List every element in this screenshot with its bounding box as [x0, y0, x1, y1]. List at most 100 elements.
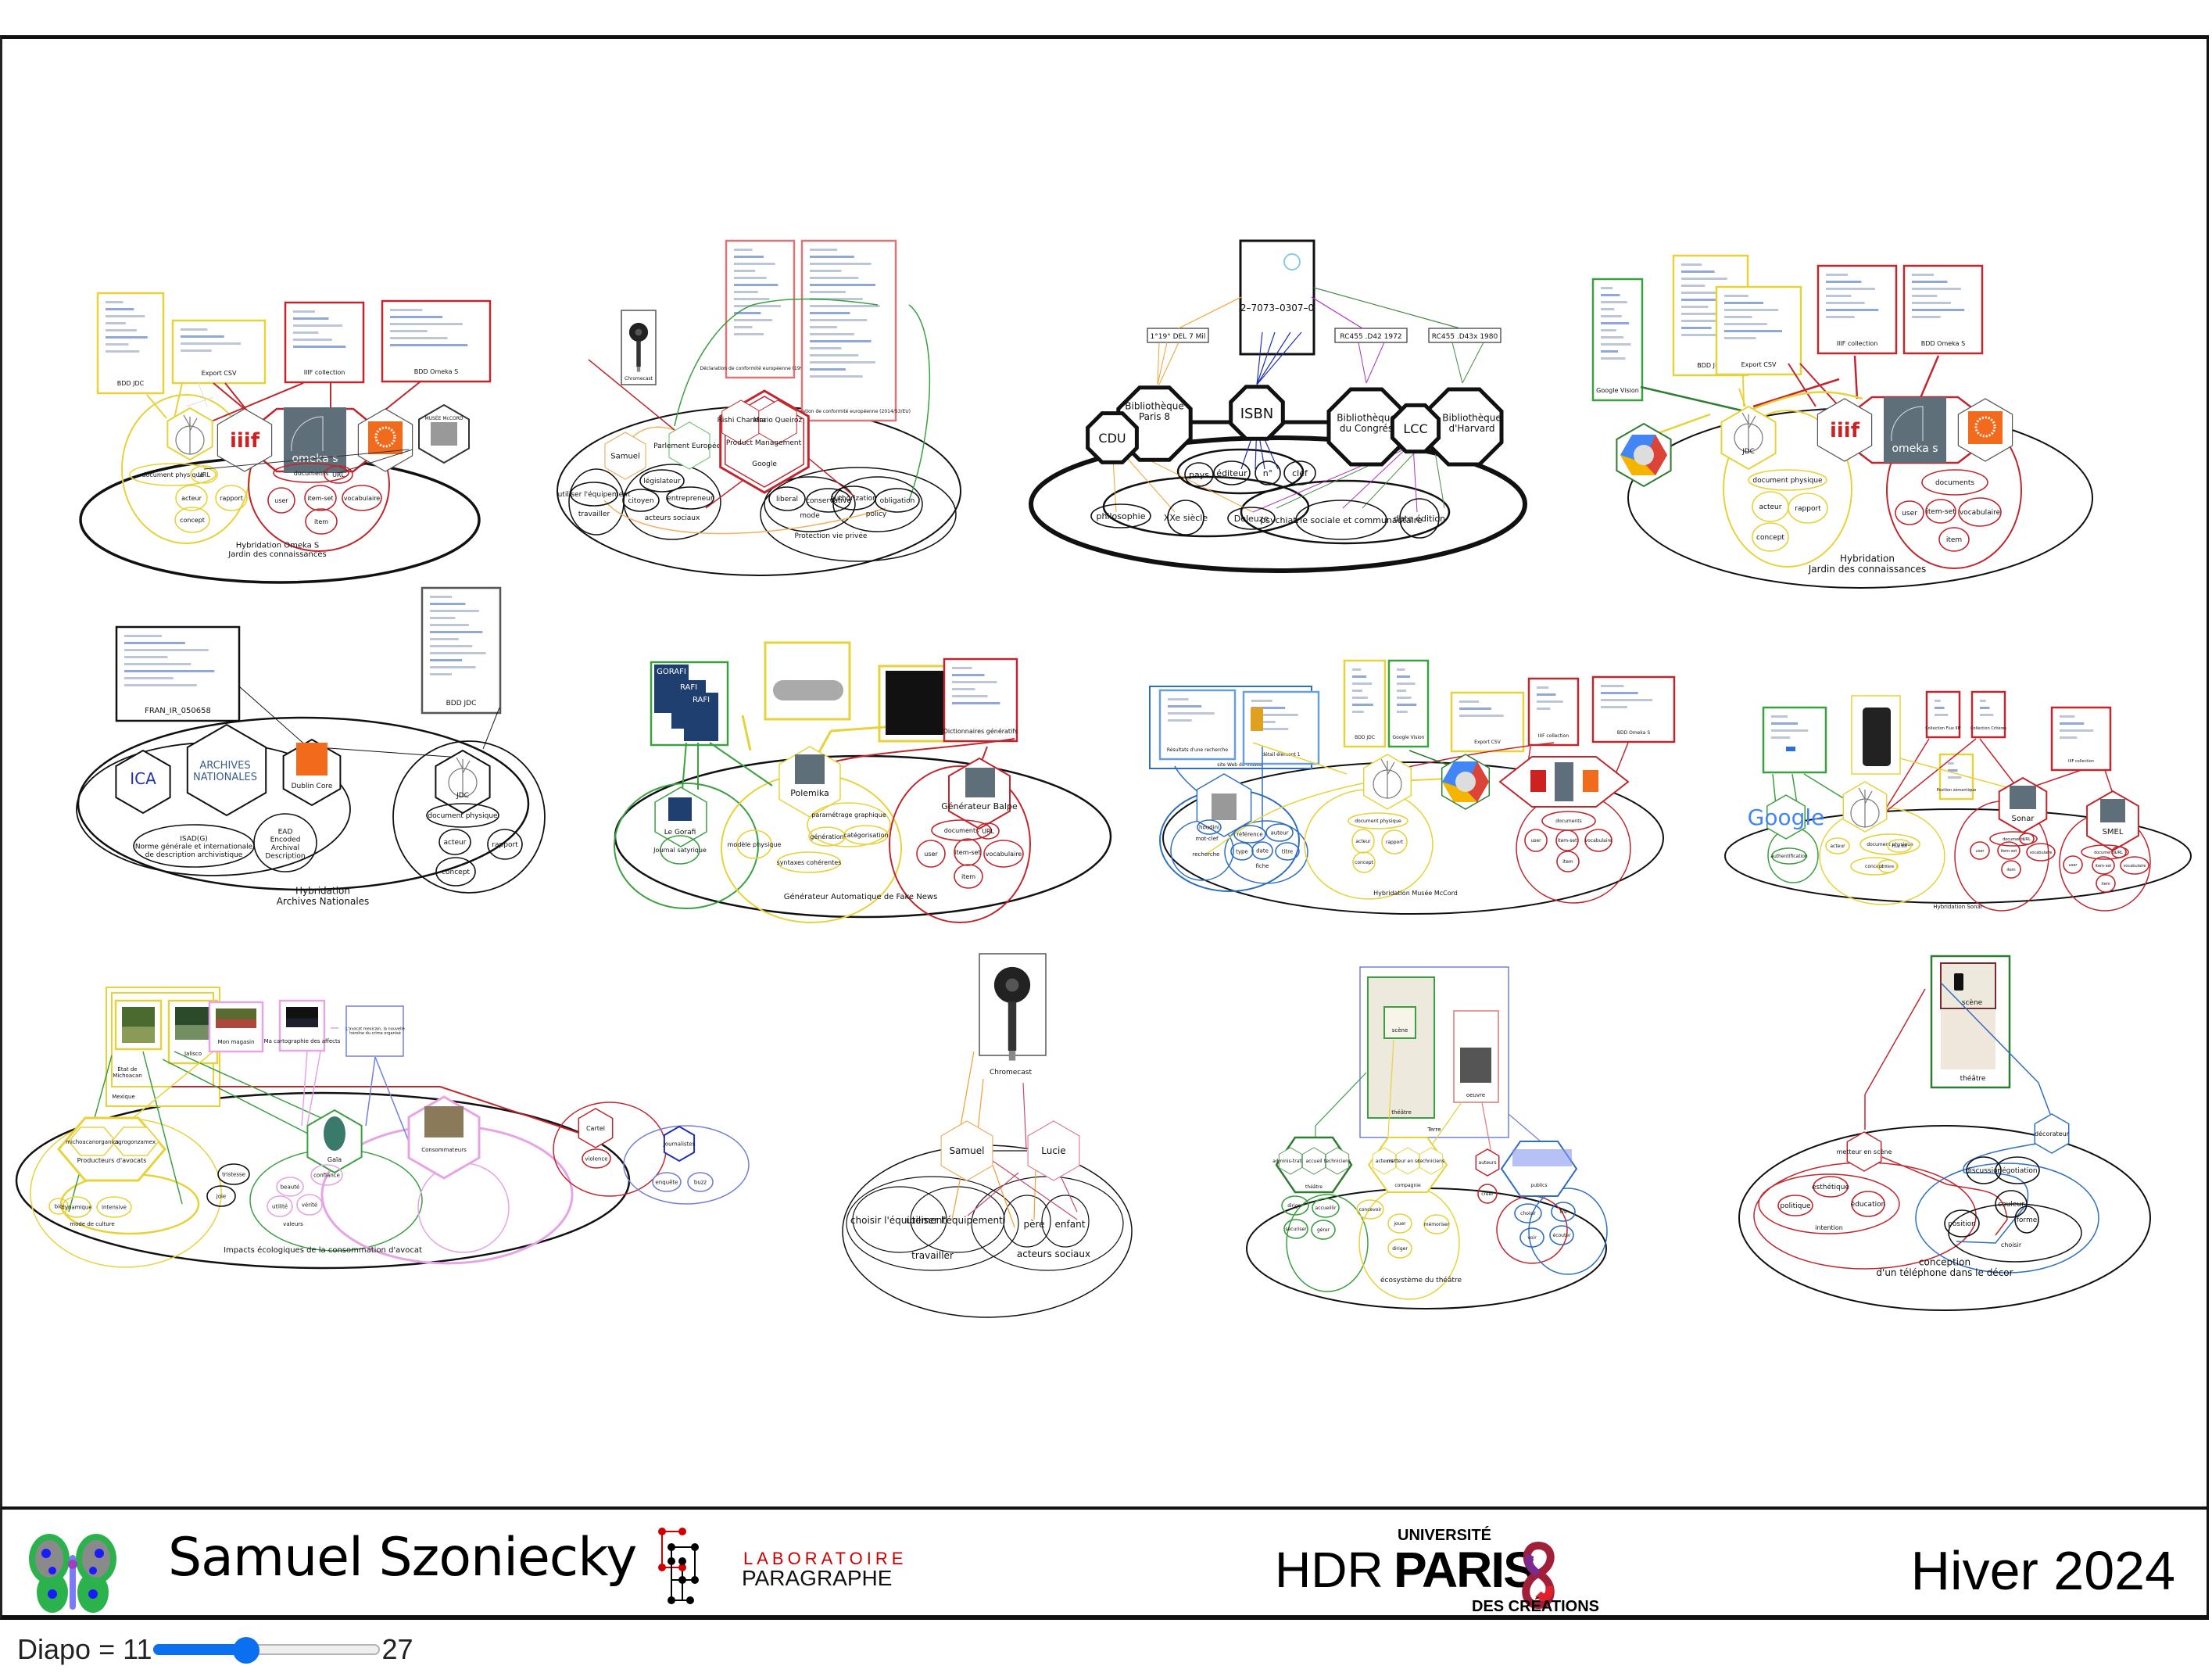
document-content-line	[810, 354, 859, 356]
document-card	[1762, 706, 1827, 774]
document-content-line	[293, 346, 346, 348]
concept-node: utilité	[267, 1195, 293, 1217]
document-frame	[284, 301, 365, 384]
actor-label: michoacanorganics	[66, 1139, 119, 1145]
document-frame	[725, 239, 796, 379]
document-content-line	[1948, 776, 1962, 779]
concept-label: diriger	[1392, 1246, 1408, 1252]
concept-label: pays	[1189, 470, 1209, 480]
image-picture-shade	[122, 1026, 155, 1043]
concept-label: enfant	[1055, 1219, 1086, 1230]
diagram-boundary	[79, 456, 481, 584]
concept-ellipse	[1423, 1214, 1450, 1234]
document-content-line	[1397, 704, 1417, 706]
document-content-line	[124, 649, 209, 651]
group-ellipse	[417, 1163, 510, 1253]
link-line	[1256, 331, 1263, 385]
concept-ellipse	[206, 1185, 236, 1207]
concept-label: item-set	[2096, 864, 2112, 869]
concept-label: éditeur	[1216, 468, 1247, 478]
concept-label: acteur	[1355, 839, 1371, 844]
slide-selector: Diapo = 11 27	[17, 1633, 413, 1665]
image-picture-shade	[175, 1025, 211, 1040]
omeka-logo-icon	[965, 768, 995, 797]
concept-label: type	[1236, 848, 1248, 854]
concept-node: syntaxes cohérentes	[777, 851, 841, 873]
slider-thumb[interactable]	[232, 1637, 259, 1664]
concept-ellipse	[267, 487, 295, 514]
concept-label: vocabulaire	[2123, 864, 2146, 869]
document-content-line	[1601, 706, 1627, 708]
article-frame	[345, 1005, 404, 1057]
call-number-frame	[1334, 328, 1408, 343]
document-card: Export CSV	[1715, 285, 1802, 376]
link-line	[374, 1056, 410, 1142]
concept-node: document physique	[426, 803, 499, 828]
link-path	[1752, 391, 1863, 410]
actor-label: Cartel	[586, 1125, 605, 1132]
link-line	[951, 1176, 961, 1220]
link-line	[1979, 738, 2020, 790]
concept-label: psychiatrie sociale et communautaire	[1260, 515, 1423, 525]
document-content-line	[1948, 762, 1954, 765]
actor-node: Samuel	[940, 1120, 993, 1181]
document-label: Export CSV	[1474, 740, 1502, 745]
concept-ellipse	[1356, 1199, 1384, 1220]
jdc-hexagon	[1842, 781, 1888, 833]
image-label: Chromecast	[625, 376, 653, 382]
actor-hexagon	[1278, 1147, 1303, 1175]
link-line	[709, 742, 773, 786]
magazine-title: RAFI	[680, 683, 697, 692]
document-content-line	[734, 319, 773, 321]
concept-node: buzz	[687, 1172, 714, 1192]
concept-node: dynamique	[61, 1196, 92, 1218]
document-card: Résultats d'une recherche	[1158, 689, 1237, 761]
concept-ellipse	[687, 1172, 714, 1192]
concept-node: rapport	[487, 829, 523, 860]
cdu-node: CDU	[1086, 411, 1139, 464]
document-content-line	[734, 305, 781, 307]
link-line	[146, 394, 167, 419]
document-frame	[381, 299, 492, 383]
concept-label: acteur	[1830, 844, 1845, 849]
actor-label: publics	[1530, 1183, 1547, 1188]
concept-label: créer	[1481, 1191, 1494, 1197]
document-content-line	[1681, 313, 1721, 315]
concept-ellipse	[1295, 500, 1387, 540]
link-line	[741, 715, 752, 751]
document-content-line	[1601, 685, 1624, 687]
concept-label: entrepreneur	[667, 495, 714, 503]
concept-ellipse	[129, 463, 217, 486]
concept-label: item-set	[1558, 838, 1578, 844]
concept-ellipse	[1788, 493, 1828, 524]
chromecast-cable	[636, 341, 641, 367]
concept-node: sécuriser	[1283, 1219, 1308, 1239]
document-content-line	[1980, 707, 1990, 709]
concept-ellipse	[639, 469, 685, 493]
link-line	[986, 1156, 1078, 1220]
concept-label: dynamique	[61, 1204, 91, 1210]
concept-label: authorization	[830, 495, 877, 503]
document-content-line	[390, 316, 443, 318]
slide-slider[interactable]	[153, 1637, 381, 1664]
concept-label: philosophie	[1096, 511, 1145, 521]
concept-ellipse	[1184, 462, 1214, 487]
actor-label: Gaïa	[328, 1156, 342, 1163]
actor-label: Parlement Européen	[653, 442, 725, 450]
concept-ellipse	[1958, 497, 2002, 527]
concept-ellipse	[954, 864, 983, 889]
document-content-line	[1601, 301, 1627, 303]
seating-image	[1941, 1010, 1995, 1069]
document-label: BDD JDC	[1355, 735, 1375, 740]
document-content-line	[430, 659, 463, 661]
concept-label: vocabulaire	[986, 851, 1022, 858]
polemika-hexagon: Polemika	[778, 746, 841, 818]
actor-node: décorateur	[2034, 1113, 2070, 1154]
document-label: BDD JDC	[117, 380, 145, 387]
concept-ellipse	[622, 489, 660, 512]
actor-label: Producteurs d'avocats	[77, 1157, 147, 1164]
concept-node: bio	[48, 1198, 69, 1215]
